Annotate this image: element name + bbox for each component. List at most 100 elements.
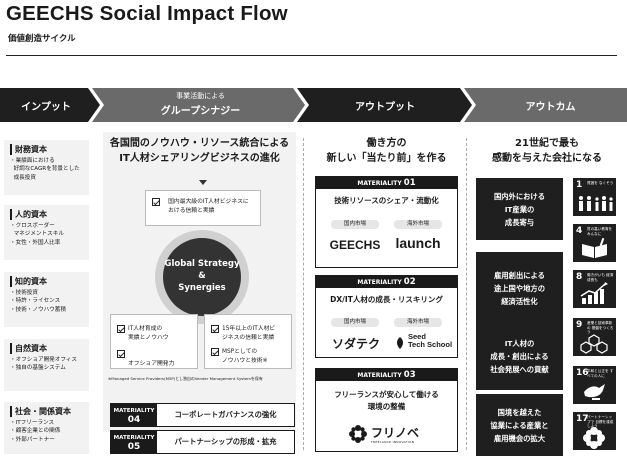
capital-item: 技術・ノウハウ蓄積 [15,306,66,313]
capital-item: 成長投資 [13,174,36,181]
synergy-left-box: IT人材育成の実績とノウハウ オフショア開発力 [110,314,198,369]
sdg-17-badge: 17 パートナーシップで 目標を達成しよう [573,412,616,450]
sdg-num: 17 [576,414,589,424]
synergy-headline-2: IT人材シェアリングビジネスの進化 [119,153,280,164]
arrow-down-icon [199,180,207,185]
logo-text: Tech School [408,340,453,349]
sdg-num: 9 [576,320,583,330]
growth-chart-icon [580,282,608,304]
check-icon [117,350,125,358]
furinobe-logo: フリノベ [371,426,420,440]
materiality-head: MATERIALITY [357,180,402,187]
synergy-top-box: 国内最大級のIT人材ビジネスに おける信頼と実績 [145,190,261,226]
sdg-16-badge: 16 平和と公正を すべての人に [573,366,616,404]
sdg-text: 貧困を なくそう [587,181,614,185]
capital-item: 業績面における [15,158,55,164]
outcome-box: 国境を越えた 協業による産業と 雇用機会の拡大 [476,394,563,456]
flower-logo-icon [349,425,367,443]
synergy-circle-text: Synergies [178,283,226,293]
materiality-head: MATERIALITY [113,435,155,441]
synergy-top-text: おける信頼と実績 [168,207,215,214]
capital-title: 社会・関係資本 [10,406,85,417]
capital-title: 財務資本 [10,144,85,155]
outcome-headline-2: 感動を与えた会社になる [492,153,602,164]
sdg-num: 4 [576,226,583,236]
capital-item: 女性・外国人比率 [15,239,61,246]
capital-natural: 自然資本 ・オフショア開発オフィス ・独自の基盤システム [4,339,89,391]
outcome-text: 途上国や地方の [493,283,546,293]
capital-item: 技術投資 [15,290,38,296]
sdg-8-badge: 8 働きがいも 経済成長も [573,270,616,308]
capital-item: 特許・ライセンス [15,298,61,305]
synergy-circle: Global Strategy & Synergies [163,238,241,316]
capital-item: 好調なCAGRを背景とした [13,166,80,173]
logo-text: Seed [408,332,426,341]
synergy-headline-1: 各国間のノウハウ・リソース統合による [109,138,290,149]
flow-step-outcome-shape [464,88,627,122]
book-icon [582,237,607,258]
outcome-text: 国境を越えた [497,407,542,417]
cubes-icon [580,334,608,354]
capital-item: マネジメントスキル [13,231,64,238]
furinobe-logo-sub: FREELANCE INNOVATION [371,440,415,444]
flow-step-synergy-label: グループシナジー [160,106,241,117]
market-pill: 海外市場 [394,220,442,229]
sdg-num: 1 [576,180,583,190]
synergy-right-text: ジネスの信頼と実績 [222,334,275,341]
synergy-right-text: MSPとしての [222,349,258,355]
sdg-text: パートナーシップで 目標を達成しよう [587,415,614,428]
launch-logo: launch [395,235,441,251]
materiality-title: 技術リソースのシェア・流動化 [334,196,439,205]
output-headline-1: 働き方の [366,138,407,149]
outcome-box: 雇用創出による 途上国や地方の 経済活性化 [476,252,563,324]
materiality-title: DX/IT人材の成長・リスキリング [330,295,443,304]
flower-icon [583,427,605,449]
materiality-card-03: MATERIALITY 03 フリーランスが安心して働ける 環境の整備 フリノベ… [315,368,458,452]
materiality-text: コーポレートガバナンスの強化 [174,410,277,419]
outcome-text: 雇用創出による [494,270,545,280]
page-subtitle: 価値創造サイクル [8,34,76,44]
outcome-box: IT人材の 成長・創出による 社会発展への貢献 [476,322,563,390]
synergy-top-text: 国内最大級のIT人材ビジネスに [168,199,249,205]
geechs-logo: GEECHS [329,238,381,252]
capital-intellectual: 知的資本 ・技術投資 ・特許・ライセンス ・技術・ノウハウ蓄積 [4,272,89,327]
synergy-right-box: 15年以上のIT人材ビジネスの信頼と実績 MSPとしてのノウハウと技術※ [204,314,292,369]
flow-step-input-shape [0,88,100,122]
materiality-head: MATERIALITY [357,279,402,286]
market-pill: 国内市場 [331,318,379,327]
materiality-title: フリーランスが安心して働ける [334,390,439,399]
market-pill: 国内市場 [331,220,379,229]
outcome-headline-1: 21世紀で最も [515,138,579,149]
flow-step-synergy-shape [92,88,305,122]
sdg-1-badge: 1 貧困を なくそう [573,178,616,216]
materiality-04: MATERIALITY 04 コーポレートガバナンスの強化 [110,403,295,427]
materiality-num: 02 [403,277,416,287]
capital-financial: 財務資本 ・業績面における 好調なCAGRを背景とした 成長投資 [4,140,89,195]
check-icon [211,348,219,356]
sdg-text: 働きがいも 経済成長も [587,273,614,282]
outcome-box: 国内外における IT産業の 成長寄与 [476,178,563,240]
capital-title: 自然資本 [10,343,85,354]
capital-social: 社会・関係資本 ・ITフリーランス ・顧客企業との関係 ・外部パートナー [4,402,89,454]
materiality-num: 03 [403,370,416,380]
people-icon [579,196,613,211]
materiality-head: MATERIALITY [113,408,155,414]
flow-bar: インプット 事業活動による グループシナジー アウトプット アウトカム [0,88,627,122]
capital-title: 知的資本 [10,276,85,287]
seed-tech-school-logo: Seed Tech School [408,333,452,349]
materiality-05: MATERIALITY 05 パートナーシップの形成・拡充 [110,430,295,454]
flow-step-outcome-label: アウトカム [525,102,576,113]
outcome-text: 成長寄与 [504,217,535,227]
materiality-num: 01 [403,178,416,188]
synergy-left-text: オフショア開発力 [128,361,175,367]
capital-title: 人的資本 [10,209,85,220]
flow-step-output-label: アウトプット [355,102,415,113]
synergy-right-text: 15年以上のIT人材ビ [222,326,276,332]
divider [303,138,304,450]
outcome-text: 国内外における [493,191,546,201]
capital-item: 顧客企業との関係 [15,428,61,435]
capital-item: 外部パートナー [15,436,55,443]
sdg-num: 16 [576,368,589,378]
dove-icon [584,384,605,400]
sdg-9-badge: 9 産業と技術革新の 基盤をつくろう [573,318,616,356]
